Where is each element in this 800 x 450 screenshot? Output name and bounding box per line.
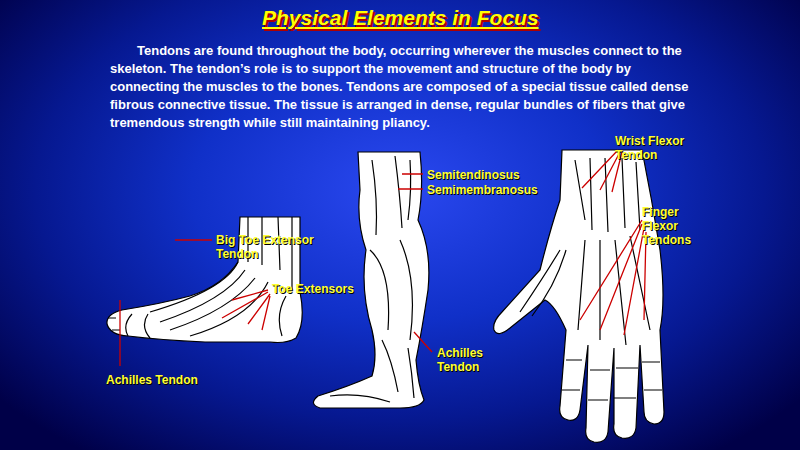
body-text: Tendons are found throughout the body, o… <box>110 42 698 132</box>
part-label: Wrist Flexor Tendon <box>615 134 705 162</box>
part-label: Big Toe Extensor Tendon <box>216 233 328 261</box>
part-label: Toe Extensors <box>272 282 372 296</box>
slide-title: Physical Elements in Focus <box>262 6 539 30</box>
leader-lines <box>120 150 646 366</box>
leg-illustration <box>313 152 428 408</box>
part-label: Achilles Tendon <box>106 373 226 387</box>
part-label: Finger Flexor Tendons <box>642 205 704 247</box>
part-label: Semitendinosus <box>427 168 547 182</box>
part-label: Semimembranosus <box>427 183 557 197</box>
part-label: Achilles Tendon <box>437 346 499 374</box>
